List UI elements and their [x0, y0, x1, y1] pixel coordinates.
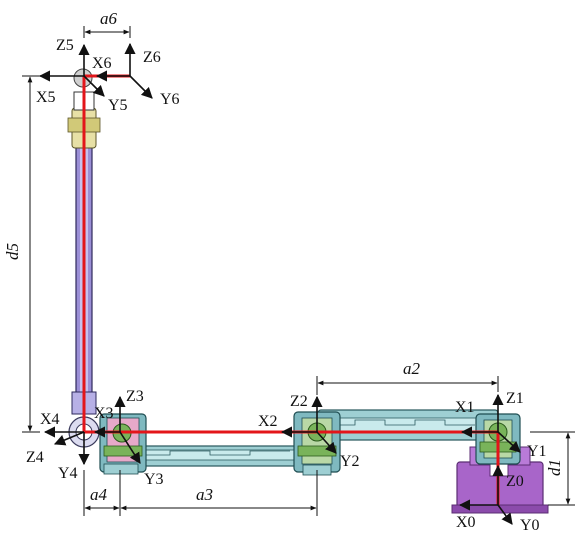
label-x1: X1 — [455, 399, 475, 416]
label-z1: Z1 — [506, 390, 524, 407]
label-x3: X3 — [94, 405, 114, 422]
dimension-labels: a6 d5 a2 d1 a4 a3 — [3, 9, 564, 504]
label-y3: Y3 — [144, 471, 164, 488]
label-y1: Y1 — [527, 443, 547, 460]
dim-label-a4: a4 — [90, 485, 108, 504]
label-z3: Z3 — [126, 388, 144, 405]
label-y4: Y4 — [58, 465, 78, 482]
label-y2: Y2 — [340, 453, 360, 470]
joint-3-housing — [99, 413, 147, 475]
label-x0: X0 — [456, 514, 476, 531]
dim-label-a2: a2 — [403, 359, 421, 378]
dim-label-d5: d5 — [3, 243, 22, 260]
dim-label-a3: a3 — [196, 485, 213, 504]
label-z0: Z0 — [506, 473, 524, 490]
label-x4: X4 — [40, 411, 60, 428]
frame-labels: Z0 X0 Y0 Z1 X1 Y1 Z2 X2 Y2 Z3 X3 Y3 X4 Z… — [26, 37, 547, 533]
label-x6: X6 — [92, 55, 112, 72]
link-3-housing — [117, 445, 314, 467]
dim-label-d1: d1 — [545, 459, 564, 476]
label-x2: X2 — [258, 413, 278, 430]
label-z6: Z6 — [143, 49, 161, 66]
label-y6: Y6 — [160, 91, 180, 108]
dim-label-a6: a6 — [100, 9, 118, 28]
label-z4: Z4 — [26, 449, 44, 466]
label-y5: Y5 — [108, 97, 128, 114]
label-z5: Z5 — [56, 37, 74, 54]
dimension-lines — [22, 26, 575, 516]
label-x5: X5 — [36, 89, 56, 106]
label-z2: Z2 — [290, 393, 308, 410]
label-y0: Y0 — [520, 517, 540, 533]
